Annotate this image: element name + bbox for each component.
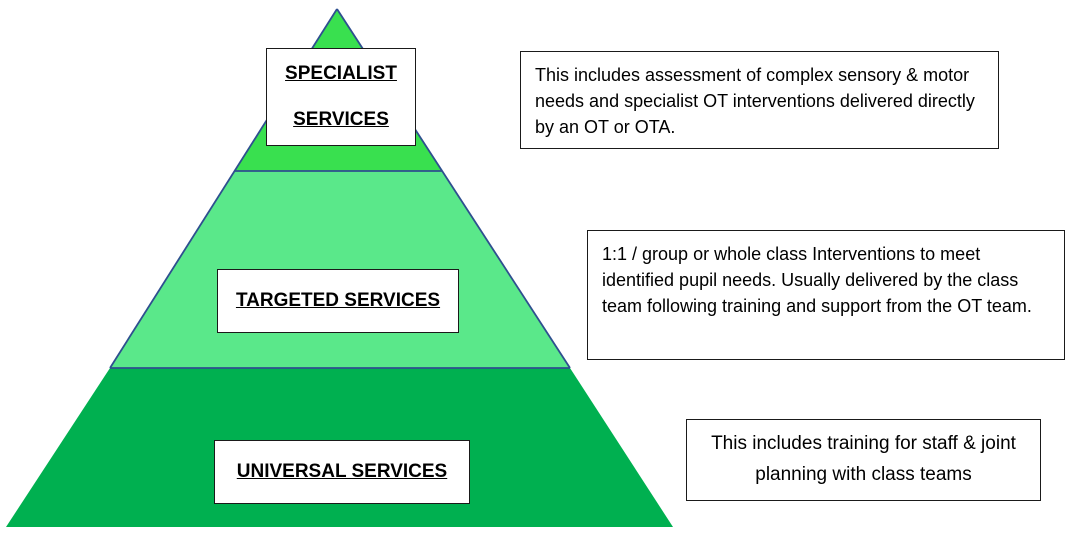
targeted-description-text: 1:1 / group or whole class Interventions… (602, 244, 1032, 316)
universal-services-label: UNIVERSAL SERVICES (214, 440, 470, 504)
universal-label-text: UNIVERSAL SERVICES (236, 461, 448, 482)
specialist-label-line1: SPECIALIST (285, 63, 397, 84)
specialist-description-text: This includes assessment of complex sens… (535, 65, 975, 137)
targeted-services-label: TARGETED SERVICES (217, 269, 459, 333)
specialist-services-label: SPECIALIST SERVICES (266, 48, 416, 146)
specialist-description-box: This includes assessment of complex sens… (520, 51, 999, 149)
universal-description-box: This includes training for staff & joint… (686, 419, 1041, 501)
specialist-label-line2: SERVICES (293, 109, 389, 130)
targeted-label-text: TARGETED SERVICES (235, 290, 441, 311)
universal-description-text: This includes training for staff & joint… (711, 433, 1016, 485)
targeted-description-box: 1:1 / group or whole class Interventions… (587, 230, 1065, 360)
